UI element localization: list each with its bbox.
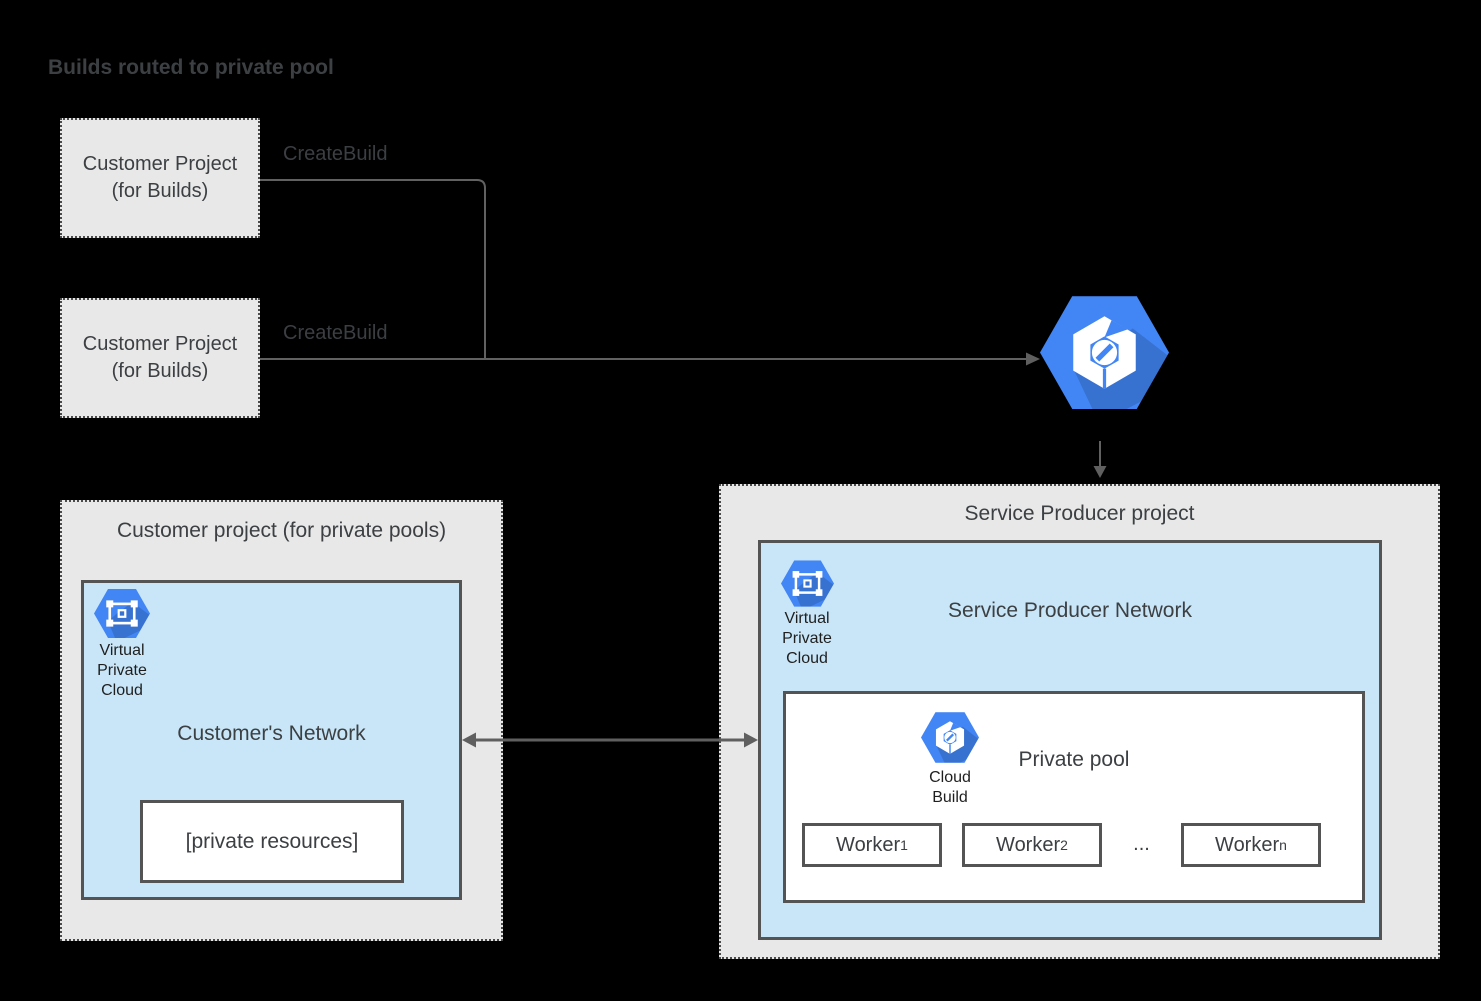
service-producer-project-box: Service Producer project Virtual Private… bbox=[719, 484, 1440, 959]
workers-ellipsis: ... bbox=[1133, 833, 1150, 855]
virtual-private-cloud-icon bbox=[94, 589, 150, 638]
arrowhead-down bbox=[1093, 466, 1107, 478]
vpc-caption: Virtual Private Cloud bbox=[782, 610, 832, 667]
create-build-label-2: CreateBuild bbox=[283, 322, 388, 344]
create-build-label-1: CreateBuild bbox=[283, 143, 388, 165]
box-label-line1: Customer Project bbox=[82, 333, 238, 355]
customer-build-project-box-1: Customer Project (for Builds) bbox=[60, 118, 260, 238]
customer-build-project-box-2: Customer Project (for Builds) bbox=[60, 298, 260, 418]
cloud-build-icon bbox=[1040, 296, 1169, 409]
arrowhead-right bbox=[1026, 352, 1040, 366]
private-pool-title: Private pool bbox=[1018, 748, 1130, 771]
vpc-caption: Virtual Private Cloud bbox=[97, 642, 147, 699]
private-resources-box: [private resources] bbox=[140, 800, 404, 883]
box-label-line1: Customer Project bbox=[82, 153, 238, 175]
service-producer-network-title: Service Producer Network bbox=[948, 599, 1192, 622]
customers-network-title: Customer's Network bbox=[177, 722, 366, 745]
customers-network-box: Virtual Private Cloud Customer's Network… bbox=[81, 580, 462, 900]
service-producer-network-box: Virtual Private Cloud Service Producer N… bbox=[758, 540, 1382, 940]
cloud-build-caption: Cloud Build bbox=[929, 769, 971, 806]
box-label-line2: (for Builds) bbox=[111, 180, 209, 202]
customer-pool-project-box: Customer project (for private pools) Vir… bbox=[60, 500, 503, 941]
box-label-line2: (for Builds) bbox=[111, 360, 209, 382]
service-producer-project-title: Service Producer project bbox=[964, 502, 1195, 525]
customer-pool-project-title: Customer project (for private pools) bbox=[116, 519, 447, 542]
page-title: Builds routed to private pool bbox=[48, 56, 334, 79]
